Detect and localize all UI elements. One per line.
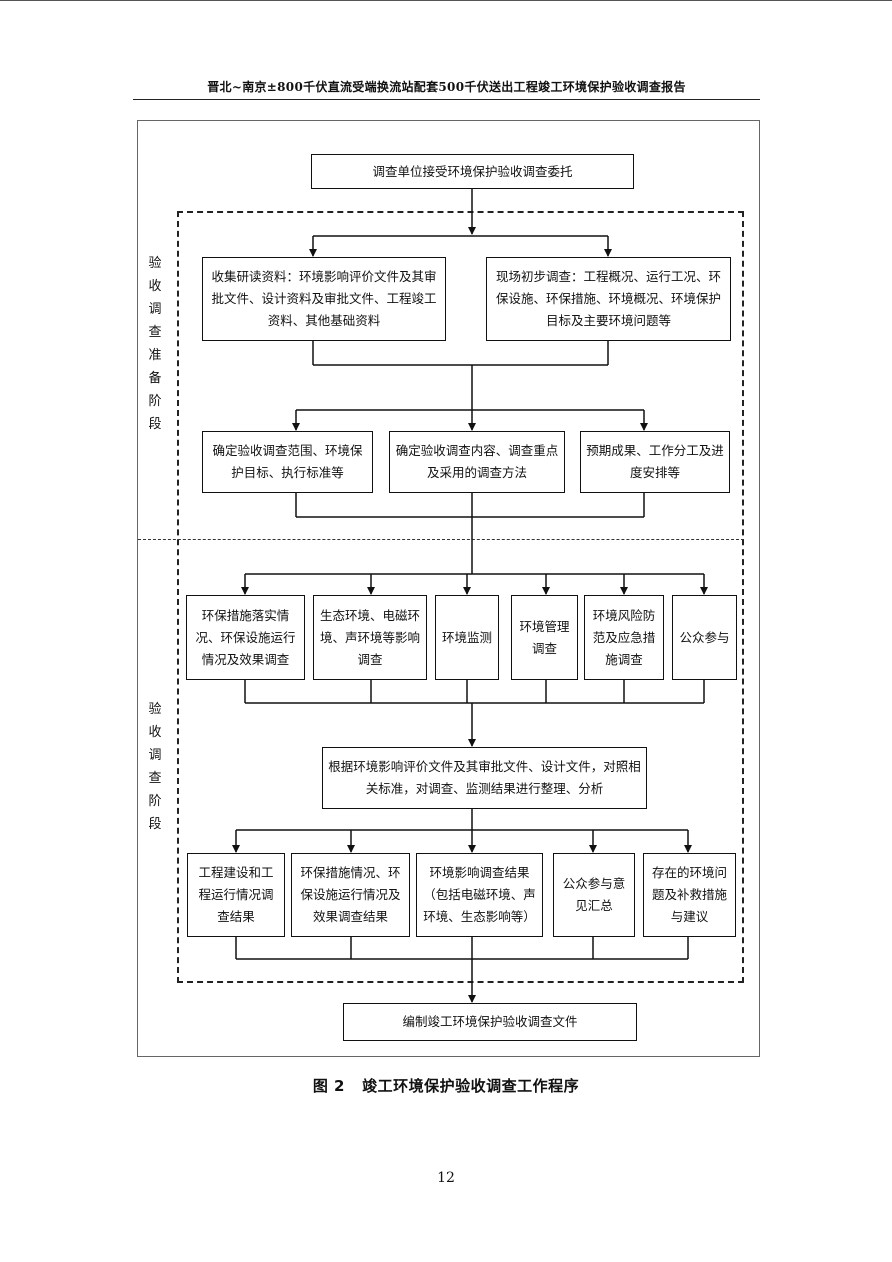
- node-result-measures: 环保措施情况、环保设施运行情况及效果调查结果: [291, 853, 410, 937]
- node-result-public: 公众参与意见汇总: [553, 853, 635, 937]
- top-border: [0, 0, 892, 1]
- node-measures-survey: 环保措施落实情况、环保设施运行情况及效果调查: [186, 595, 305, 680]
- node-result-impact: 环境影响调查结果（包括电磁环境、声环境、生态影响等）: [416, 853, 543, 937]
- node-content: 确定验收调查内容、调查重点及采用的调查方法: [389, 431, 565, 493]
- node-analyze: 根据环境影响评价文件及其审批文件、设计文件，对照相关标准，对调查、监测结果进行整…: [322, 747, 647, 809]
- node-expected: 预期成果、工作分工及进度安排等: [580, 431, 730, 493]
- figure-label: 图 2: [312, 1077, 345, 1095]
- node-preliminary-survey: 现场初步调查：工程概况、运行工况、环保设施、环保措施、环境概况、环境保护目标及主…: [486, 257, 731, 341]
- node-result-construction: 工程建设和工程运行情况调查结果: [187, 853, 285, 937]
- diagram-frame: [137, 120, 760, 1057]
- node-collect-materials: 收集研读资料：环境影响评价文件及其审批文件、设计资料及审批文件、工程竣工资料、其…: [202, 257, 446, 341]
- node-entrust: 调查单位接受环境保护验收调查委托: [311, 154, 634, 189]
- node-final-report: 编制竣工环境保护验收调查文件: [343, 1003, 637, 1041]
- node-risk: 环境风险防范及应急措施调查: [584, 595, 664, 680]
- node-monitoring: 环境监测: [435, 595, 499, 680]
- stage-divider: [138, 539, 744, 540]
- node-scope: 确定验收调查范围、环境保护目标、执行标准等: [202, 431, 373, 493]
- figure-caption: 图 2 竣工环境保护验收调查工作程序: [0, 1075, 892, 1096]
- stage-label-survey: 验收调查阶段: [148, 702, 162, 832]
- node-management: 环境管理调查: [511, 595, 578, 680]
- node-result-problems: 存在的环境问题及补救措施与建议: [643, 853, 736, 937]
- node-eco-survey: 生态环境、电磁环境、声环境等影响调查: [313, 595, 427, 680]
- report-header: 晋北~南京±800千伏直流受端换流站配套500千伏送出工程竣工环境保护验收调查报…: [207, 80, 686, 94]
- header-rule: [133, 99, 760, 100]
- node-public-participation: 公众参与: [672, 595, 737, 680]
- stage-dashed-region: [177, 211, 744, 983]
- stage-label-prep: 验收调查准备阶段: [148, 256, 162, 432]
- page-number: 12: [437, 1170, 455, 1186]
- figure-title: 竣工环境保护验收调查工作程序: [362, 1077, 580, 1095]
